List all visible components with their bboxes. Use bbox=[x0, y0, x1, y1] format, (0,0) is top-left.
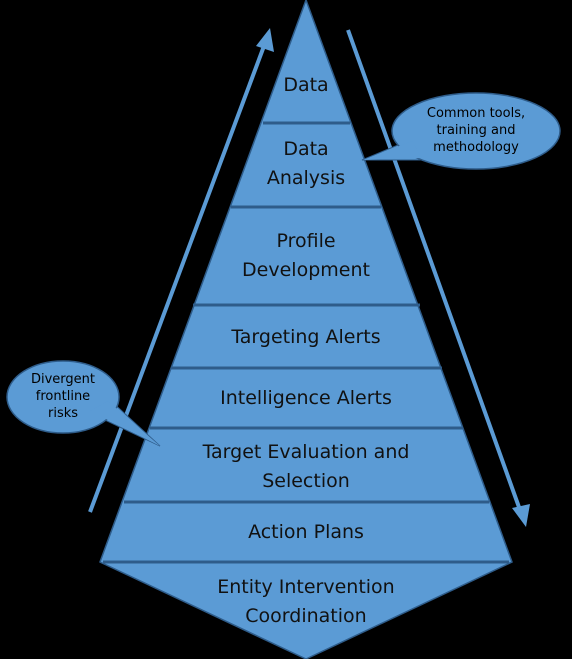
level-intelligence-alerts: Intelligence Alerts bbox=[100, 384, 512, 413]
level-profile-development-line2: Development bbox=[242, 259, 370, 281]
level-entity-intervention-line1: Entity Intervention bbox=[217, 576, 395, 598]
callout-top-right-line2: training and bbox=[436, 123, 516, 138]
level-data-text: Data bbox=[283, 74, 329, 96]
callout-left-line2: frontline bbox=[35, 389, 91, 404]
level-data-analysis-line1: Data bbox=[283, 138, 329, 160]
callout-top-right-bubble bbox=[361, 92, 561, 170]
level-entity-intervention-line2: Coordination bbox=[245, 605, 367, 627]
level-entity-intervention: Entity Intervention Coordination bbox=[100, 573, 512, 631]
callout-top-right-line1: Common tools, bbox=[426, 106, 526, 121]
level-targeting-alerts-text: Targeting Alerts bbox=[231, 326, 381, 348]
pyramid-level-separators bbox=[103, 121, 509, 564]
callout-left-line1: Divergent bbox=[30, 372, 96, 387]
level-action-plans-text: Action Plans bbox=[248, 521, 364, 543]
level-profile-development-line1: Profile bbox=[276, 230, 336, 252]
down-arrow bbox=[346, 29, 530, 527]
level-targeting-alerts: Targeting Alerts bbox=[100, 323, 512, 352]
callout-left-line3: risks bbox=[47, 406, 79, 421]
level-target-evaluation-line2: Selection bbox=[262, 470, 350, 492]
level-target-evaluation-line1: Target Evaluation and bbox=[202, 441, 410, 463]
level-target-evaluation: Target Evaluation and Selection bbox=[100, 438, 512, 496]
up-arrow bbox=[88, 28, 274, 513]
level-profile-development: Profile Development bbox=[100, 227, 512, 285]
level-data: Data bbox=[100, 71, 512, 100]
level-intelligence-alerts-text: Intelligence Alerts bbox=[220, 387, 392, 409]
level-data-analysis-line2: Analysis bbox=[266, 167, 346, 189]
pyramid-shape bbox=[99, 0, 513, 659]
callout-left-bubble bbox=[6, 360, 161, 447]
level-data-analysis: Data Analysis bbox=[100, 135, 512, 193]
callout-top-right-text: Common tools, training and methodology bbox=[396, 105, 556, 156]
level-action-plans: Action Plans bbox=[100, 518, 512, 547]
callout-left-text: Divergent frontline risks bbox=[10, 371, 116, 422]
callout-top-right-line3: methodology bbox=[433, 140, 519, 155]
